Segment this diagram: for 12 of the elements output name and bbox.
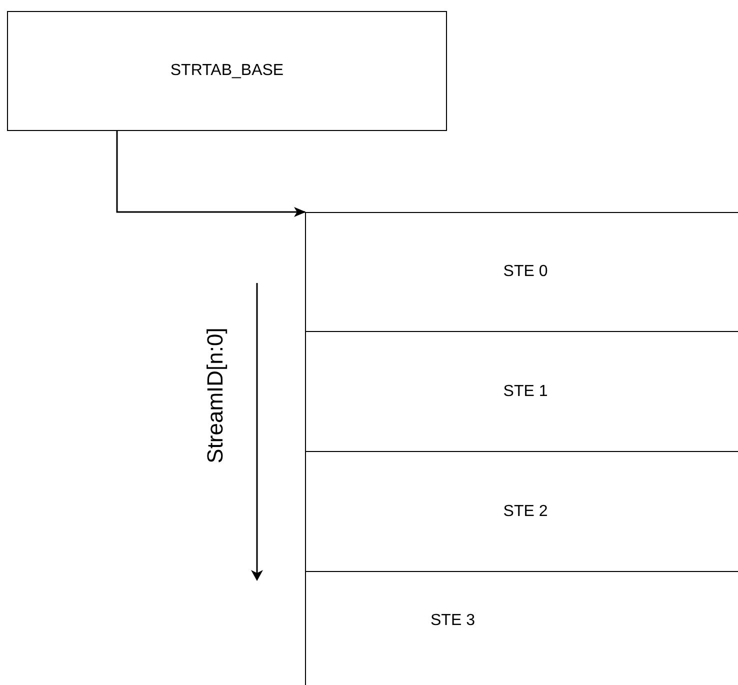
entry-label: STE 3 — [430, 611, 475, 631]
arrow — [116, 131, 306, 217]
entry-label: STE 1 — [503, 382, 548, 402]
table-entry-row — [305, 212, 738, 331]
register-box — [7, 11, 447, 131]
table-entry-row — [305, 331, 738, 451]
entry-label: STE 0 — [503, 262, 548, 282]
entry-label: STRTAB_BASE — [170, 61, 284, 81]
entry-label: STE 2 — [503, 502, 548, 522]
axis-label: StreamID[n:0] — [202, 327, 228, 463]
table-entry-row — [305, 571, 738, 685]
table-entry-row — [305, 451, 738, 571]
